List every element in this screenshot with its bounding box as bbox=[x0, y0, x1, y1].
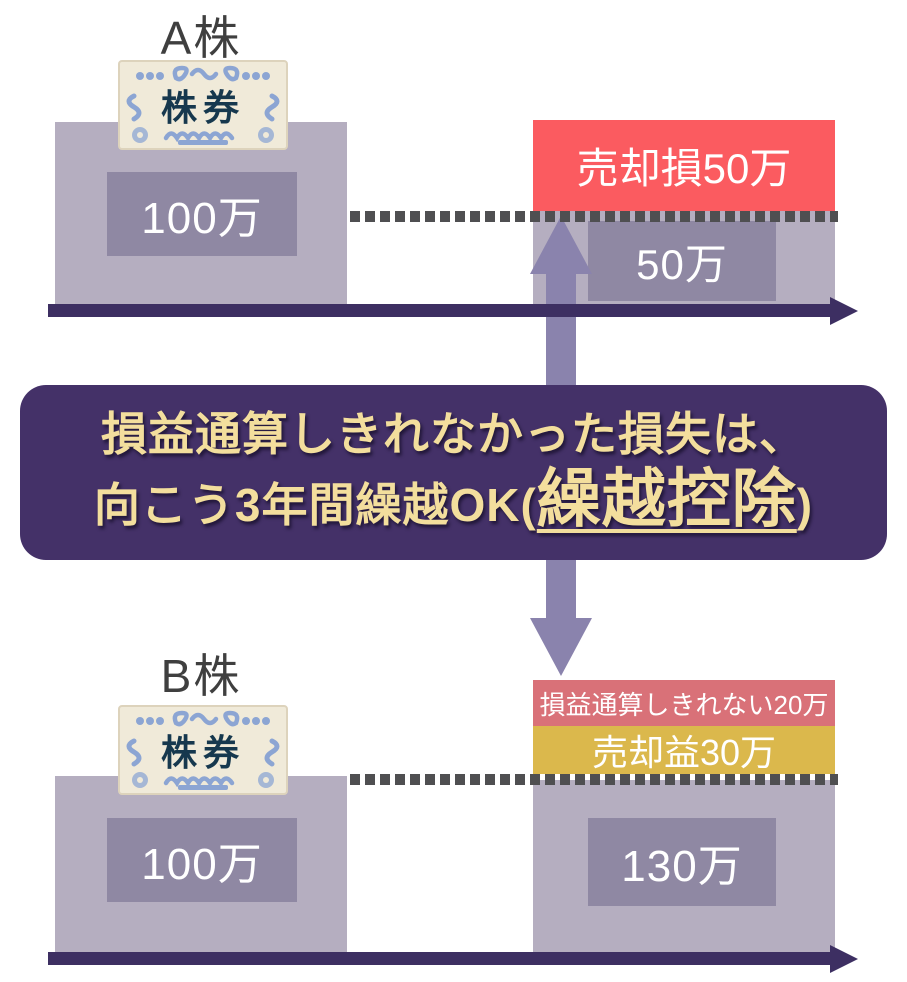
stock-a-sale-amount: 50万 bbox=[588, 221, 776, 301]
stock-a-loss-box: 売却損50万 bbox=[533, 120, 835, 211]
stock-certificate-icon: 株券 bbox=[118, 705, 288, 795]
timeline-b-arrowhead-icon bbox=[830, 945, 858, 973]
stock-b-purchase-amount: 100万 bbox=[107, 818, 297, 902]
timeline-a-arrowhead-icon bbox=[830, 297, 858, 325]
certificate-title: 株券 bbox=[161, 87, 245, 128]
banner-line2-suffix: ) bbox=[796, 479, 814, 532]
threshold-dotted-line-a bbox=[350, 211, 838, 222]
stock-a-purchase-amount: 100万 bbox=[107, 172, 297, 256]
down-arrow-icon bbox=[530, 556, 592, 676]
stock-b-sale-amount: 130万 bbox=[588, 818, 776, 906]
up-arrow-icon bbox=[530, 216, 592, 390]
stock-b-gain-box: 売却益30万 bbox=[533, 726, 835, 774]
banner-line2-highlight: 繰越控除 bbox=[536, 463, 797, 536]
timeline-a bbox=[48, 304, 830, 317]
banner-line2: 向こう3年間繰越OK(繰越控除) bbox=[94, 463, 813, 537]
banner-line1: 損益通算しきれなかった損失は、 bbox=[101, 408, 806, 461]
carryover-banner: 損益通算しきれなかった損失は、 向こう3年間繰越OK(繰越控除) bbox=[20, 385, 887, 560]
stock-b-label: B株 bbox=[160, 650, 242, 702]
threshold-dotted-line-b bbox=[350, 774, 838, 785]
stock-certificate-icon: 株券 bbox=[118, 60, 288, 150]
certificate-title: 株券 bbox=[161, 732, 245, 773]
timeline-b bbox=[48, 952, 830, 965]
stock-a-label: A株 bbox=[160, 12, 242, 64]
stock-b-carryover-box: 損益通算しきれない20万 bbox=[533, 680, 835, 726]
banner-line2-prefix: 向こう3年間繰越OK( bbox=[93, 479, 537, 532]
